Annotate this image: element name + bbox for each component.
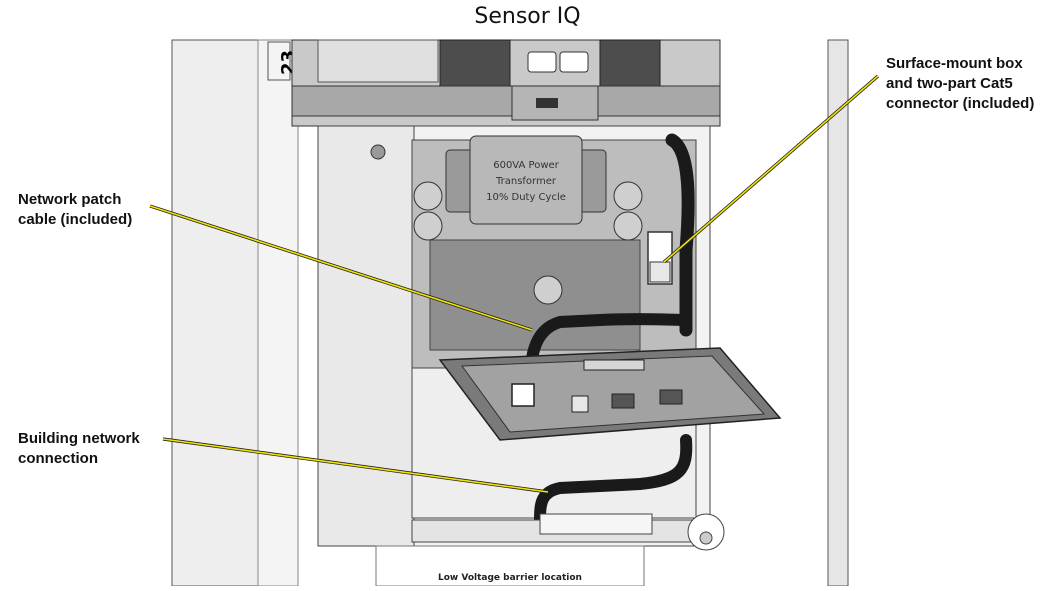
callout-network-patch-cable: Network patch cable (included)	[18, 191, 133, 228]
bottom-grommet-hole	[699, 531, 713, 545]
leader-building-network	[162, 438, 549, 493]
leader-lines	[149, 74, 880, 494]
transformer-label-1: 600VA Power	[493, 160, 559, 171]
barrier-label: Low Voltage barrier location	[438, 573, 582, 583]
left-inner-rail	[257, 39, 299, 587]
board-component-3	[659, 389, 683, 405]
left-rail	[171, 39, 259, 587]
top-block-left	[439, 39, 511, 87]
board-component-2	[611, 393, 635, 409]
top-module-window	[317, 39, 439, 83]
top-switch	[536, 98, 558, 108]
bottom-clamp	[539, 513, 653, 535]
top-block-right	[599, 39, 661, 87]
board-header	[583, 359, 645, 371]
rj45-jack	[511, 383, 535, 407]
capacitor-1	[413, 181, 443, 211]
diagram-title: Sensor IQ	[474, 4, 581, 29]
side-tag-box	[267, 41, 291, 81]
leader-surface-mount	[663, 75, 879, 263]
leader-network-patch	[149, 205, 533, 331]
callout-building-network-connection: Building network connection	[18, 430, 140, 467]
transformer-label-3: 10% Duty Cycle	[486, 192, 566, 203]
surface-mount-cable	[665, 133, 695, 337]
right-rail	[827, 39, 849, 587]
callout-surface-mount-box: Surface-mount box and two-part Cat5 conn…	[886, 55, 1035, 112]
top-slot-2	[559, 51, 589, 73]
top-module-lip	[291, 85, 721, 117]
building-network-cable	[534, 434, 693, 528]
backplate-screw	[370, 144, 386, 160]
top-slot-1	[527, 51, 557, 73]
capacitor-5	[533, 275, 563, 305]
capacitor-3	[613, 181, 643, 211]
board-component-1	[571, 395, 589, 413]
cat5-connector	[649, 261, 671, 283]
transformer-label-2: Transformer	[495, 176, 557, 187]
capacitor-2	[413, 211, 443, 241]
backplate-side	[317, 125, 415, 547]
capacitor-4	[613, 211, 643, 241]
transformer-core	[469, 135, 583, 225]
